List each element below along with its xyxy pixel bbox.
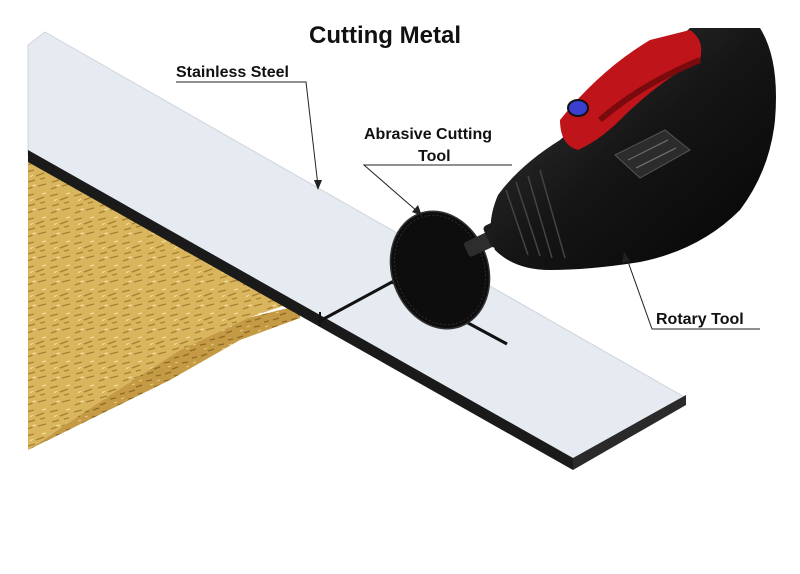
steel-sheet (27, 31, 688, 470)
label-abrasive-tool-line2: Tool (418, 148, 451, 165)
steel-sheet-end-edge (573, 395, 686, 470)
steel-sheet-edge (28, 150, 573, 470)
cutoff-wheel-icon (389, 210, 491, 330)
rotary-tool-button (567, 99, 589, 117)
rotary-tool-switch (614, 129, 691, 179)
osb-top-face-main (28, 160, 300, 450)
leader-abrasive-tool (362, 164, 512, 213)
arrow-abrasive-tool (412, 205, 422, 216)
label-abrasive-tool-line1: Abrasive Cutting (364, 126, 492, 143)
cut-kerf-line (317, 280, 508, 346)
label-rotary-tool: Rotary Tool (656, 311, 744, 328)
diagram-title: Cutting Metal (309, 22, 461, 49)
osb-side-face (28, 305, 300, 450)
rotary-tool-grip (560, 30, 702, 150)
label-stainless-steel: Stainless Steel (176, 64, 289, 81)
arrow-rotary-tool (622, 252, 630, 263)
arrow-stainless-steel (314, 180, 322, 190)
rotary-tool-icon (464, 28, 776, 270)
leader-rotary-tool (625, 255, 760, 330)
leader-stainless-steel (176, 81, 319, 187)
